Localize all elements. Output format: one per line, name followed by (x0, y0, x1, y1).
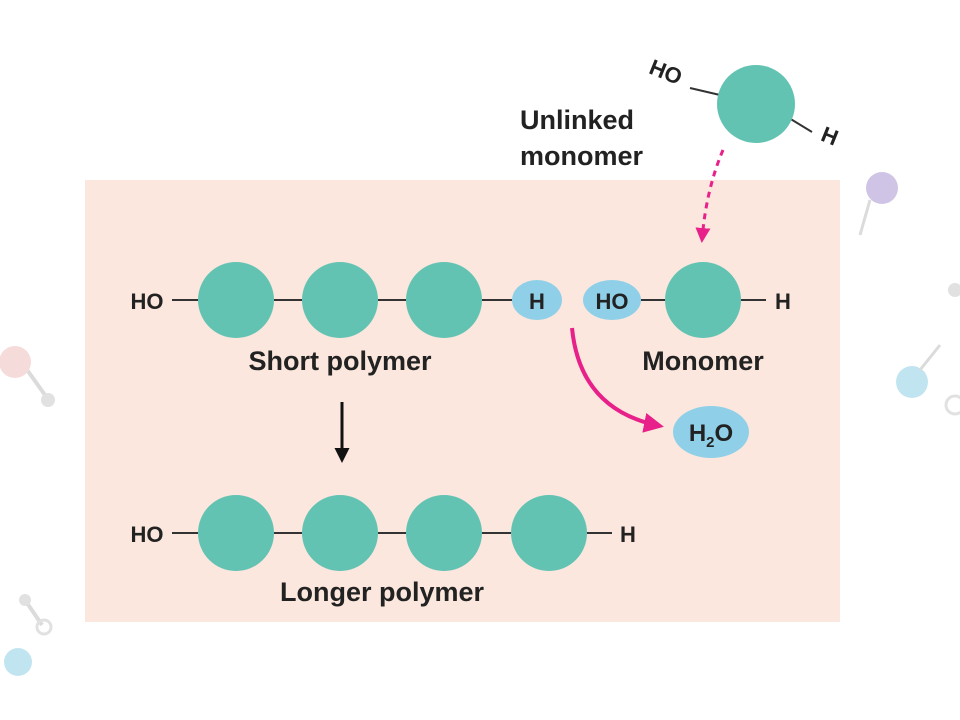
water-o: O (715, 420, 734, 447)
bond (689, 87, 721, 96)
water-bubble (673, 406, 749, 458)
ho-label: HO (131, 289, 164, 314)
short-polymer: HO H (131, 262, 562, 338)
monomer-circle (198, 262, 274, 338)
unlinked-monomer: HO H (646, 54, 842, 150)
h-label: H (529, 289, 545, 314)
unlinked-monomer-label-line2: monomer (520, 141, 644, 171)
unlinked-monomer-label-line1: Unlinked (520, 105, 634, 135)
monomer-circle (406, 495, 482, 571)
monomer-circle (717, 65, 795, 143)
monomer-circle (511, 495, 587, 571)
monomer-circle (302, 262, 378, 338)
h-label: H (620, 522, 636, 547)
short-polymer-label: Short polymer (248, 346, 432, 376)
water-subscript: 2 (706, 434, 714, 451)
ho-label: HO (131, 522, 164, 547)
longer-polymer: HO H (131, 495, 636, 571)
h-label: H (818, 121, 842, 150)
monomer: HO H (583, 262, 791, 338)
hydroxyl-group (583, 280, 641, 320)
water-release-arrow (570, 327, 664, 433)
monomer-circle (665, 262, 741, 338)
longer-polymer-label: Longer polymer (280, 577, 485, 607)
background-decoration (0, 172, 960, 676)
ho-label: HO (646, 54, 686, 90)
monomer-label: Monomer (642, 346, 764, 376)
monomer-circle (302, 495, 378, 571)
h-label: H (775, 289, 791, 314)
monomer-circle (406, 262, 482, 338)
hydrogen-group (512, 280, 562, 320)
water-molecule: H2O (673, 406, 749, 458)
bond (788, 117, 813, 133)
ho-label: HO (596, 289, 629, 314)
monomer-circle (198, 495, 274, 571)
water-label: H2O (689, 420, 733, 451)
water-h: H (689, 420, 706, 447)
incoming-monomer-arrow (695, 149, 725, 243)
